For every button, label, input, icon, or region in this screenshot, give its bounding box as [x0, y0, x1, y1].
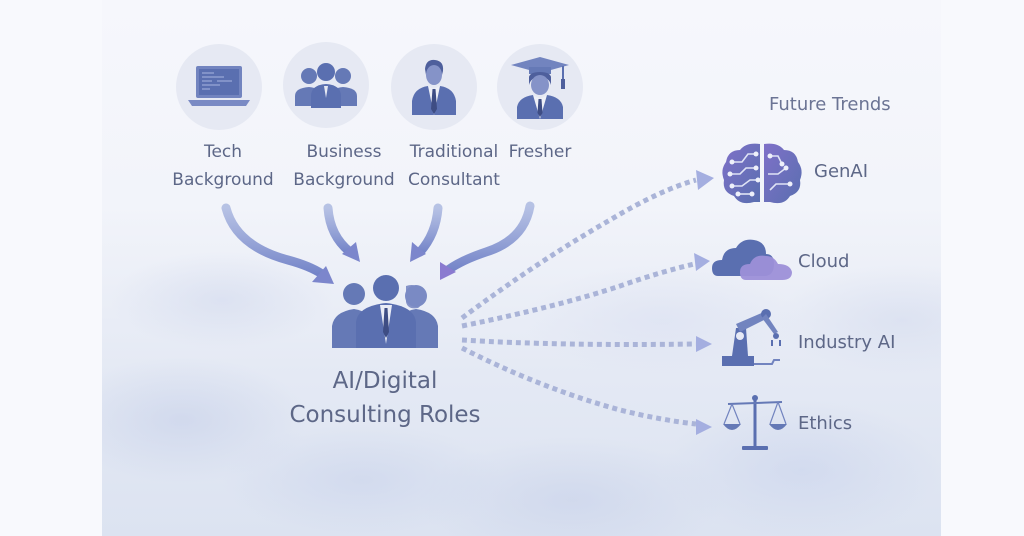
- center-role-label: AI/Digital Consulting Roles: [289, 368, 481, 428]
- arrowhead-ethics: [696, 419, 712, 435]
- future-trends-title: Future Trends: [769, 94, 891, 115]
- trend-industry-label: Industry AI: [798, 332, 896, 353]
- laptop-icon: [188, 66, 250, 106]
- team-icon: [295, 63, 357, 108]
- source-tech-circle: [176, 44, 262, 130]
- source-business-label: Business Background: [293, 142, 395, 190]
- arrowhead-fresher: [440, 262, 456, 280]
- source-tech-label: Tech Background: [172, 142, 274, 190]
- businessman-icon: [412, 59, 456, 115]
- arrowhead-industry: [696, 336, 712, 352]
- arrowhead-traditional: [410, 242, 426, 262]
- arrowhead-business: [342, 242, 360, 262]
- trend-ethics-label: Ethics: [798, 413, 853, 434]
- source-fresher-label: Fresher: [508, 142, 572, 162]
- cloud-icon: [712, 239, 792, 280]
- trend-genai-label: GenAI: [814, 161, 869, 182]
- source-fresher-circle: [497, 44, 583, 130]
- scales-icon: [723, 395, 787, 450]
- robot-arm-icon: [722, 309, 781, 366]
- arrowhead-cloud: [694, 253, 710, 271]
- arrowhead-genai: [696, 170, 714, 190]
- arrowhead-tech: [312, 266, 334, 284]
- graduate-icon: [511, 57, 569, 119]
- outgoing-dotted-arrows: [460, 177, 697, 427]
- incoming-arrows: [221, 201, 535, 279]
- brain-circuit-icon: [722, 143, 802, 204]
- trend-cloud-label: Cloud: [798, 251, 850, 272]
- source-traditional-label: Traditional Consultant: [408, 142, 500, 190]
- source-traditional-circle: [391, 44, 477, 130]
- consulting-team-icon: [332, 275, 438, 348]
- source-business-circle: [283, 42, 369, 128]
